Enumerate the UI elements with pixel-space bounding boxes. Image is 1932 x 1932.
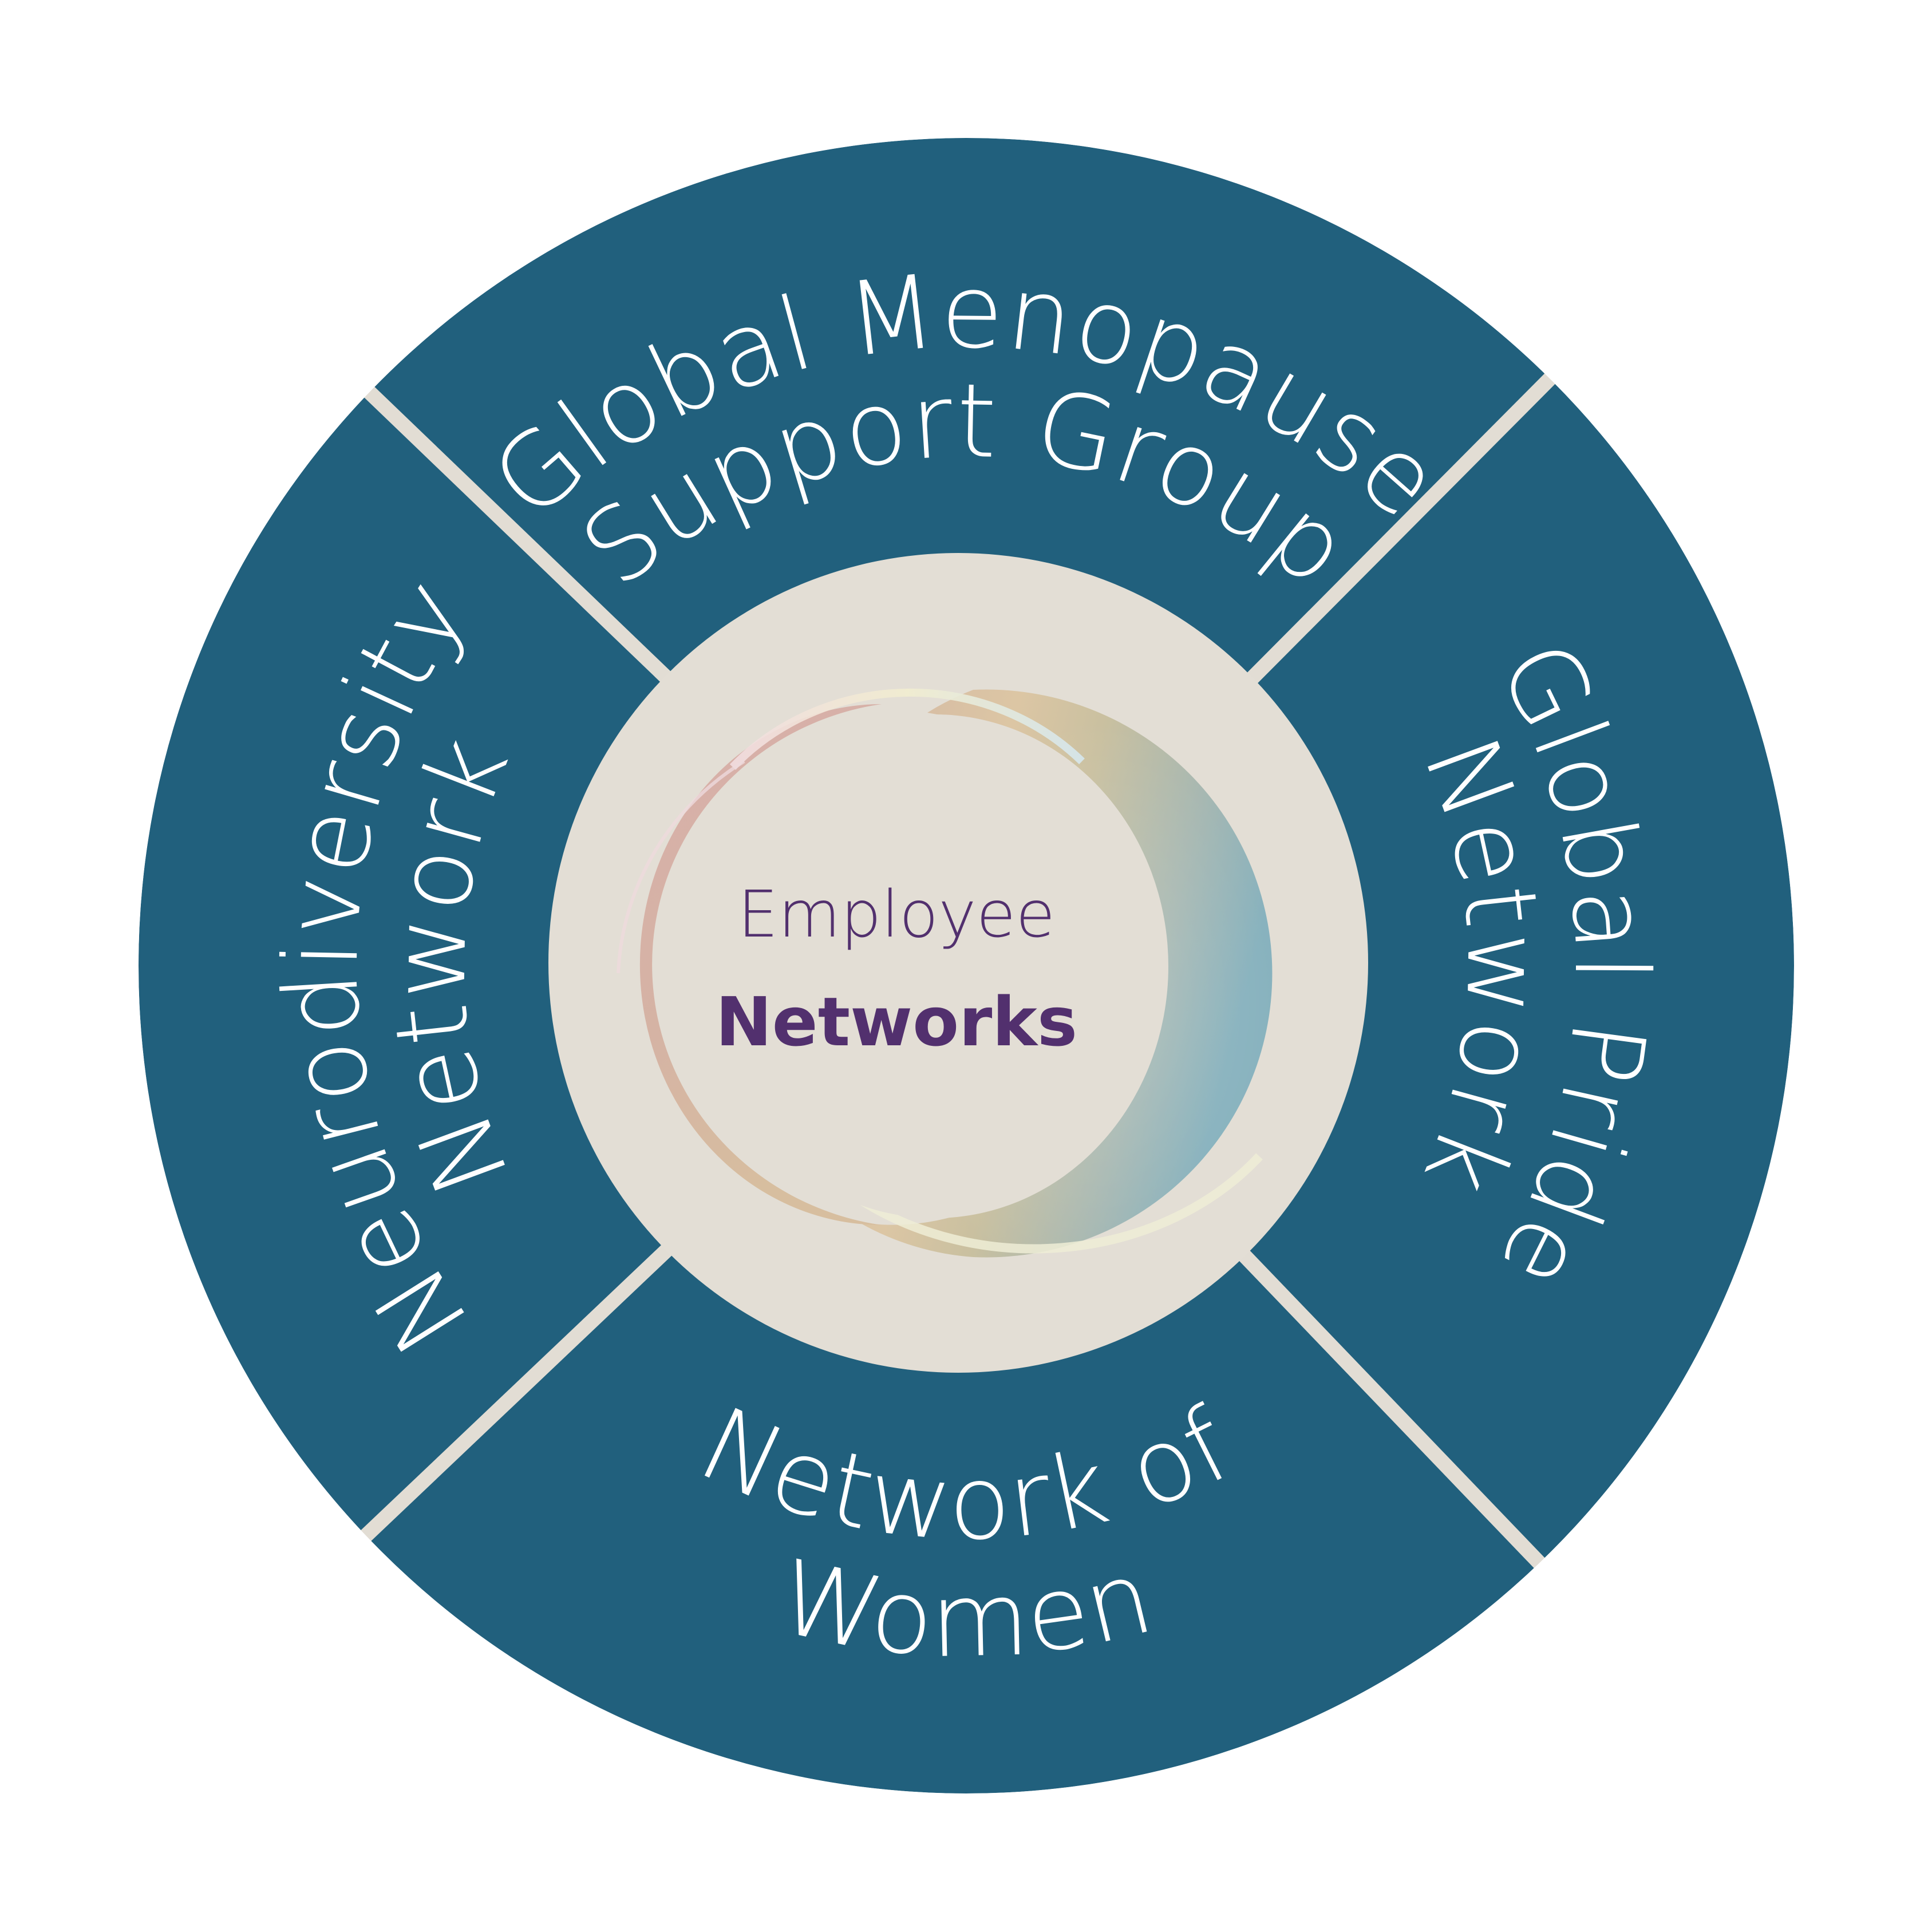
emblem-hole	[701, 714, 1168, 1218]
emblem-edge-bottom	[844, 1153, 1263, 1254]
emblem-edge-top	[729, 688, 1085, 770]
twisted-ring-emblem	[617, 688, 1273, 1258]
center-title-line2: Networks	[716, 982, 1077, 1061]
center-title-line1: Employee	[738, 878, 1056, 952]
